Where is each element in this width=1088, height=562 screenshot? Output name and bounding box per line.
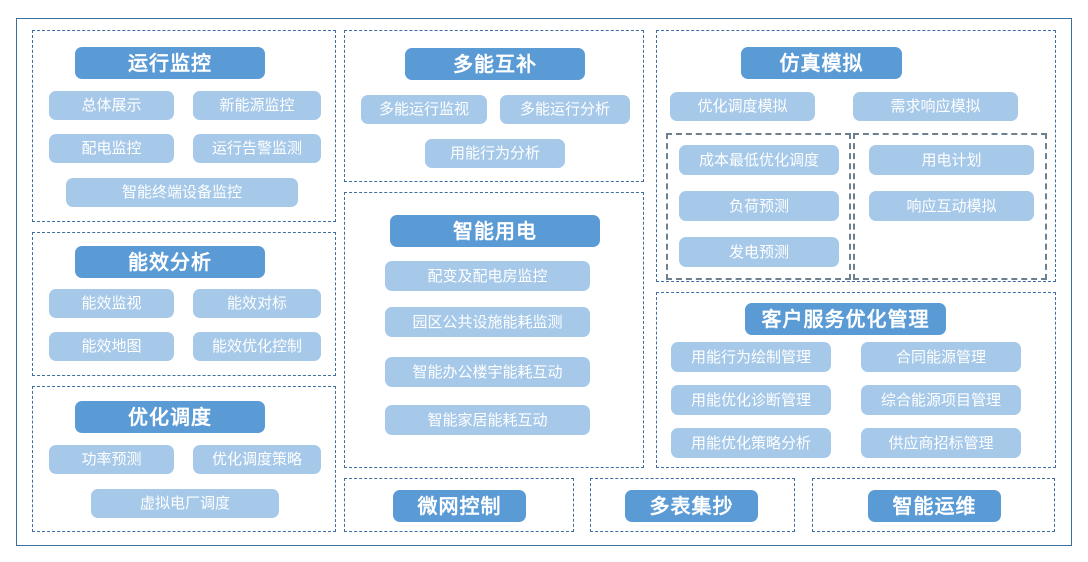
group-title-multi-meter-reading[interactable]: 多表集抄 [625,490,758,522]
group-customer-service-optimization[interactable]: 客户服务优化管理 用能行为绘制管理 合同能源管理 用能优化诊断管理 综合能源项目… [656,292,1056,468]
group-operation-monitoring[interactable]: 运行监控 总体展示 新能源监控 配电监控 运行告警监测 智能终端设备监控 [32,30,336,222]
chip-response-interaction-simulation[interactable]: 响应互动模拟 [869,191,1034,221]
group-title-simulation[interactable]: 仿真模拟 [741,47,902,79]
group-optimized-dispatch[interactable]: 优化调度 功率预测 优化调度策略 虚拟电厂调度 [32,386,336,532]
chip-efficiency-map[interactable]: 能效地图 [49,332,174,361]
group-microgrid-control[interactable]: 微网控制 [344,478,574,532]
chip-contract-energy-management[interactable]: 合同能源管理 [861,342,1021,372]
group-smart-operation-maintenance[interactable]: 智能运维 [812,478,1055,532]
chip-multi-energy-operation-analysis[interactable]: 多能运行分析 [500,95,630,124]
chip-smart-terminal-device-monitoring[interactable]: 智能终端设备监控 [66,178,298,207]
chip-smart-office-building-energy-interaction[interactable]: 智能办公楼宇能耗互动 [385,357,590,387]
chip-new-energy-monitoring[interactable]: 新能源监控 [193,91,321,120]
chip-energy-optimization-strategy-analysis[interactable]: 用能优化策略分析 [671,428,831,458]
chip-lowest-cost-optimized-dispatch[interactable]: 成本最低优化调度 [679,145,839,175]
group-title-optimized-dispatch[interactable]: 优化调度 [75,401,265,433]
diagram-outer-frame [16,18,1072,546]
chip-energy-optimization-diagnosis-management[interactable]: 用能优化诊断管理 [671,385,831,415]
chip-overall-display[interactable]: 总体展示 [49,91,174,120]
chip-efficiency-optimization-control[interactable]: 能效优化控制 [193,332,321,361]
chip-supplier-bidding-management[interactable]: 供应商招标管理 [861,428,1021,458]
group-smart-electricity-use[interactable]: 智能用电 配变及配电房监控 园区公共设施能耗监测 智能办公楼宇能耗互动 智能家居… [344,192,644,468]
group-multi-energy-complementarity[interactable]: 多能互补 多能运行监视 多能运行分析 用能行为分析 [344,30,644,182]
group-title-customer-service-optimization[interactable]: 客户服务优化管理 [745,303,946,335]
chip-optimized-dispatch-strategy[interactable]: 优化调度策略 [193,445,321,474]
subgroup-simulation-left[interactable]: 成本最低优化调度 负荷预测 发电预测 [666,133,851,280]
chip-efficiency-monitoring[interactable]: 能效监视 [49,289,174,318]
chip-multi-energy-operation-monitoring[interactable]: 多能运行监视 [361,95,487,124]
group-title-multi-energy-complementarity[interactable]: 多能互补 [405,48,585,80]
chip-smart-home-energy-interaction[interactable]: 智能家居能耗互动 [385,405,590,435]
group-multi-meter-reading[interactable]: 多表集抄 [590,478,795,532]
chip-load-forecast[interactable]: 负荷预测 [679,191,839,221]
chip-distribution-monitoring[interactable]: 配电监控 [49,134,174,163]
group-simulation[interactable]: 仿真模拟 优化调度模拟 需求响应模拟 成本最低优化调度 负荷预测 发电预测 用电… [656,30,1056,282]
chip-electricity-usage-plan[interactable]: 用电计划 [869,145,1034,175]
chip-transformer-and-substation-monitoring[interactable]: 配变及配电房监控 [385,261,590,291]
group-title-energy-efficiency-analysis[interactable]: 能效分析 [75,246,265,278]
chip-virtual-power-plant-dispatch[interactable]: 虚拟电厂调度 [91,489,279,518]
chip-power-forecast[interactable]: 功率预测 [49,445,174,474]
group-title-smart-operation-maintenance[interactable]: 智能运维 [868,490,1001,522]
chip-operation-alarm-monitoring[interactable]: 运行告警监测 [193,134,321,163]
subgroup-simulation-right[interactable]: 用电计划 响应互动模拟 [853,133,1047,280]
chip-efficiency-benchmarking[interactable]: 能效对标 [193,289,321,318]
chip-park-public-facility-energy-monitoring[interactable]: 园区公共设施能耗监测 [385,307,590,337]
chip-energy-use-behavior-mapping-management[interactable]: 用能行为绘制管理 [671,342,831,372]
chip-integrated-energy-project-management[interactable]: 综合能源项目管理 [861,385,1021,415]
chip-energy-use-behavior-analysis[interactable]: 用能行为分析 [425,139,565,168]
group-title-smart-electricity-use[interactable]: 智能用电 [390,215,600,247]
chip-optimized-dispatch-simulation[interactable]: 优化调度模拟 [670,92,815,121]
chip-demand-response-simulation[interactable]: 需求响应模拟 [853,92,1018,121]
chip-generation-forecast[interactable]: 发电预测 [679,237,839,267]
group-energy-efficiency-analysis[interactable]: 能效分析 能效监视 能效对标 能效地图 能效优化控制 [32,232,336,376]
group-title-operation-monitoring[interactable]: 运行监控 [75,47,265,79]
group-title-microgrid-control[interactable]: 微网控制 [393,490,526,522]
